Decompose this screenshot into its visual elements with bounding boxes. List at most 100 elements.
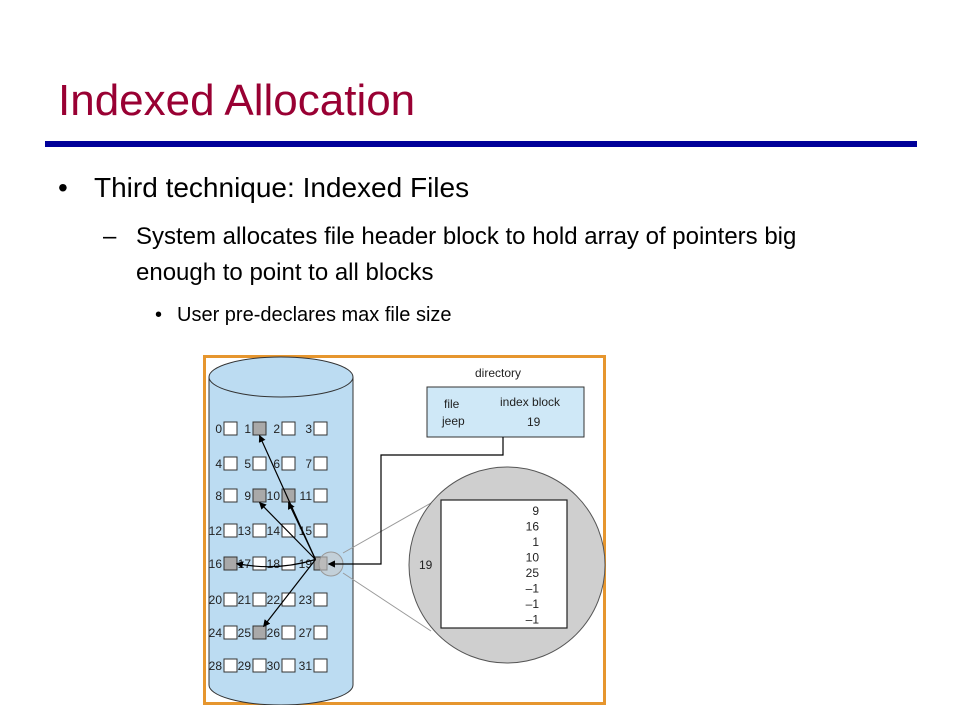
block-number-label: 14: [267, 524, 281, 538]
index-entry: 1: [532, 535, 539, 549]
disk-block-25: [252, 625, 267, 640]
disk-block-29: [252, 658, 267, 673]
bullet-marker: •: [155, 304, 163, 326]
pointer-arrows: [235, 434, 504, 628]
block-number-label: 13: [238, 524, 252, 538]
disk-top: [208, 356, 354, 398]
bullet-level1-text: Third technique: Indexed Files: [94, 172, 470, 203]
disk-block-15: [313, 523, 328, 538]
index-block-box: [440, 499, 568, 629]
block-number-label: 2: [273, 422, 280, 436]
block-number-label: 1: [244, 422, 251, 436]
block-number-label: 25: [238, 626, 252, 640]
block-number-label: 18: [267, 557, 281, 571]
block-number-label: 8: [215, 489, 222, 503]
block-number-label: 9: [244, 489, 251, 503]
pointer-arrow-to-9: [258, 501, 316, 560]
block-number-label: 26: [267, 626, 281, 640]
pointer-arrow-to-10: [287, 501, 317, 560]
block-number-label: 19: [299, 557, 313, 571]
block-number-label: 28: [209, 659, 223, 673]
disk-block-11: [313, 488, 328, 503]
block-number-label: 30: [267, 659, 281, 673]
disk-block-12: [223, 523, 238, 538]
block-number-label: 23: [299, 593, 313, 607]
disk-block-9: [252, 488, 267, 503]
disk-block-6: [281, 456, 296, 471]
directory-index-block-number: 19: [527, 415, 541, 429]
disk-block-24: [223, 625, 238, 640]
block-number-label: 12: [209, 524, 223, 538]
bullet-marker: •: [58, 172, 68, 203]
index-entry: 9: [532, 504, 539, 518]
block-number-label: 3: [305, 422, 312, 436]
block-number-label: 21: [238, 593, 252, 607]
block-number-label: 27: [299, 626, 313, 640]
disk-block-5: [252, 456, 267, 471]
magnifier-block-label: 19: [419, 558, 433, 572]
magnifier-ray-top: [342, 502, 432, 554]
block-number-label: 15: [299, 524, 313, 538]
block-number-label: 24: [209, 626, 223, 640]
block-number-label: 4: [215, 457, 222, 471]
directory-col-file: file: [444, 397, 460, 411]
slide-title: Indexed Allocation: [58, 76, 416, 125]
block-number-label: 5: [244, 457, 251, 471]
index-entry: –1: [526, 597, 540, 611]
block-number-label: 22: [267, 593, 281, 607]
directory-table: [426, 386, 585, 438]
index-entry: 25: [526, 566, 540, 580]
block-number-label: 10: [267, 489, 281, 503]
block-number-label: 16: [209, 557, 223, 571]
disk-block-18: [281, 556, 296, 571]
dash-marker: –: [103, 223, 117, 250]
directory-pointer-arrow: [327, 437, 504, 568]
index-entry: 10: [526, 551, 540, 565]
block-number-label: 6: [273, 457, 280, 471]
disk-block-30: [281, 658, 296, 673]
directory-col-index-block: index block: [500, 395, 561, 409]
block-number-label: 7: [305, 457, 312, 471]
bullet-level3: • User pre-declares max file size: [155, 304, 452, 327]
disk-block-17: [252, 556, 267, 571]
block-number-label: 31: [299, 659, 313, 673]
disk-block-0: [223, 421, 238, 436]
disk-block-14: [281, 523, 296, 538]
disk-block-31: [313, 658, 328, 673]
disk-block-3: [313, 421, 328, 436]
disk-block-23: [313, 592, 328, 607]
disk-block-4: [223, 456, 238, 471]
block-number-label: 20: [209, 593, 223, 607]
disk-block-1: [252, 421, 267, 436]
disk-block-27: [313, 625, 328, 640]
pointer-arrow-to-25: [263, 559, 316, 628]
title-underline: [45, 141, 917, 147]
bullet-level1: • Third technique: Indexed Files: [58, 172, 469, 204]
directory-file-name: jeep: [441, 414, 465, 428]
pointer-arrow-to-16: [235, 558, 316, 569]
block-number-label: 29: [238, 659, 252, 673]
disk-block-26: [281, 625, 296, 640]
disk-block-13: [252, 523, 267, 538]
block-number-label: 11: [300, 489, 313, 503]
index-entry: –1: [526, 613, 540, 627]
disk-block-2: [281, 421, 296, 436]
index-entry: –1: [526, 582, 540, 596]
disk-block-21: [252, 592, 267, 607]
magnifier-ray-bottom: [342, 572, 432, 632]
disk-block-28: [223, 658, 238, 673]
bullet-level2-text: System allocates file header block to ho…: [136, 223, 797, 286]
directory-label: directory: [475, 366, 521, 380]
disk-block-7: [313, 456, 328, 471]
disk-block-16: [223, 556, 238, 571]
bullet-level2: – System allocates file header block to …: [103, 219, 838, 291]
disk-block-8: [223, 488, 238, 503]
disk-block-20: [223, 592, 238, 607]
index-entry: 16: [526, 520, 540, 534]
disk-block-22: [281, 592, 296, 607]
bullet-level3-text: User pre-declares max file size: [177, 304, 452, 326]
